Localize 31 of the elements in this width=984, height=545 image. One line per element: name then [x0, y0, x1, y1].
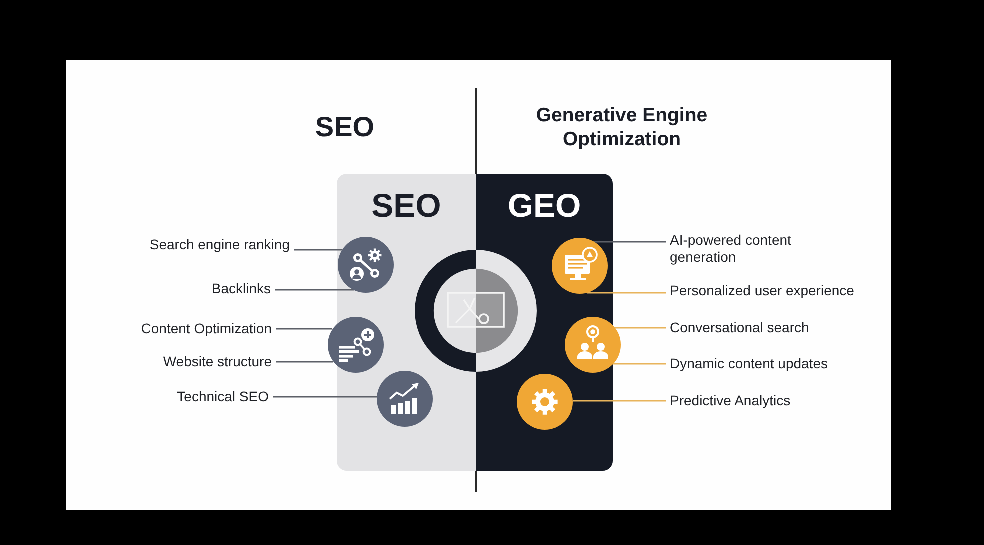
bar-chart-icon [377, 370, 433, 426]
column-heading: SEO [315, 110, 375, 144]
feature-label: Website structure [163, 354, 272, 370]
feature-label: AI-powered content generation [670, 232, 796, 266]
split-ring [415, 250, 537, 372]
leader-line [276, 328, 333, 330]
leader-line [587, 292, 666, 294]
leader-line [275, 289, 354, 291]
gear-icon [517, 374, 573, 430]
leader-line [615, 327, 666, 329]
leader-line [614, 363, 666, 365]
feature-label: Search engine ranking [150, 236, 290, 254]
people-icon [565, 317, 621, 373]
network-gear-icon [338, 236, 394, 292]
leader-line [276, 361, 334, 363]
column-heading: Generative Engine Optimization [535, 104, 709, 152]
feature-label: Conversational search [670, 320, 810, 336]
leader-line [594, 241, 666, 243]
panel-title: GEO [508, 189, 582, 222]
feature-label: Backlinks [212, 280, 271, 298]
feature-label: Content Optimization [141, 320, 272, 338]
monitor-icon [552, 238, 608, 294]
leader-line [572, 400, 666, 402]
leader-line [273, 396, 378, 398]
feature-label: Personalized user experience [670, 282, 854, 300]
feature-label: Technical SEO [177, 388, 269, 406]
leader-line [294, 249, 342, 251]
feature-label: Predictive Analytics [670, 392, 791, 410]
panel-title: SEO [372, 189, 442, 222]
document-link-icon [328, 317, 384, 373]
feature-label: Dynamic content updates [670, 356, 828, 372]
